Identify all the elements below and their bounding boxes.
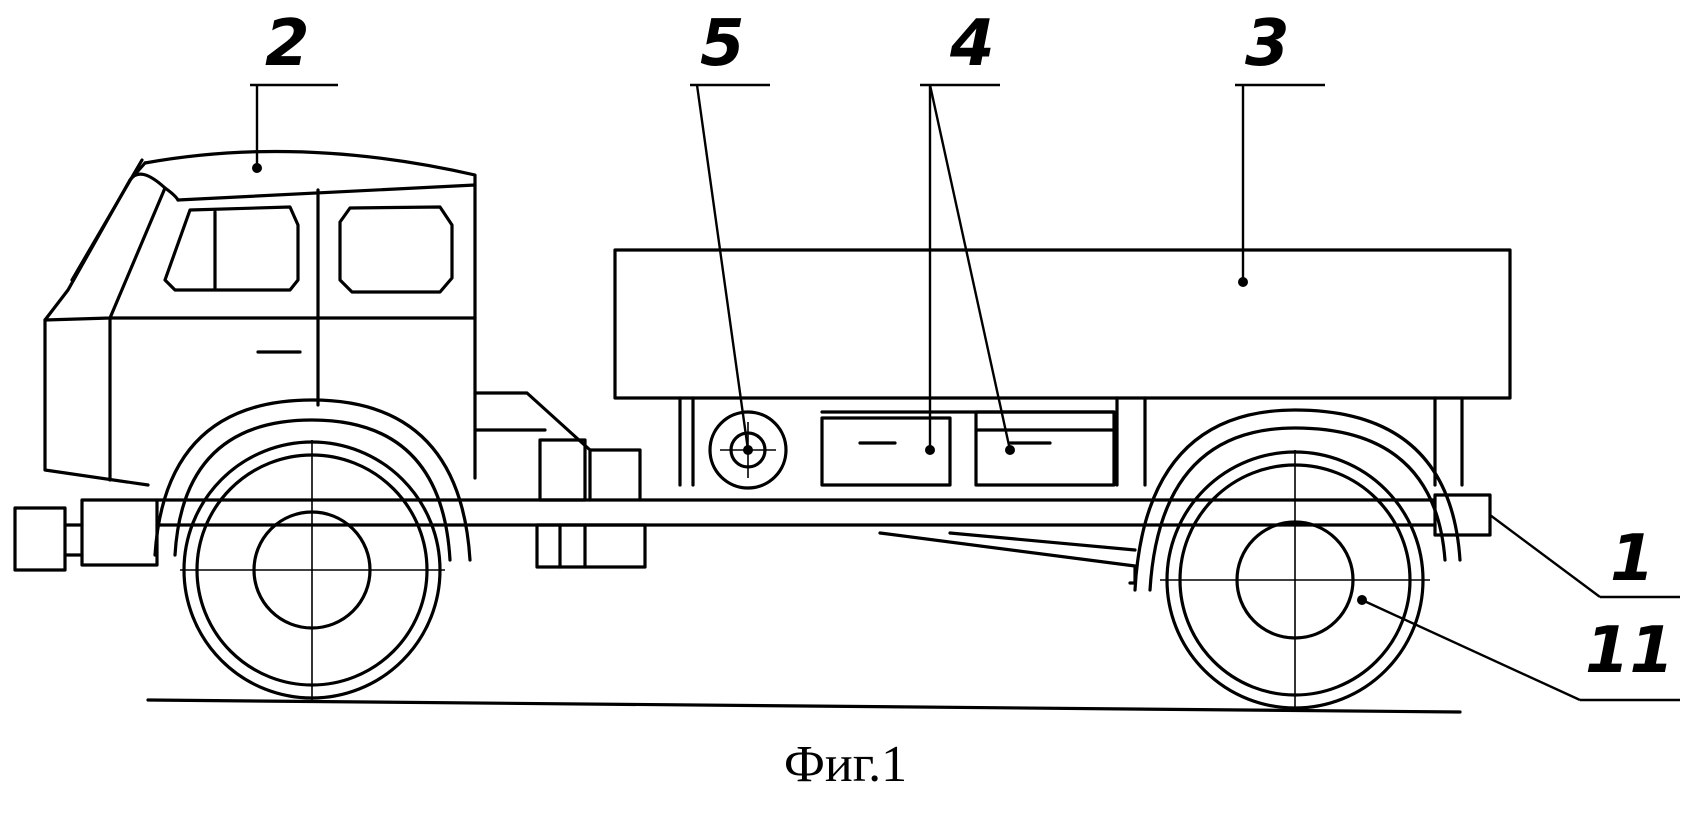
ref-1-frame: 1 <box>1490 515 1680 597</box>
storage-boxes <box>822 412 1114 485</box>
ref-5-spare-wheel: 5 <box>690 7 770 455</box>
svg-text:3: 3 <box>1245 7 1290 81</box>
svg-text:11: 11 <box>1585 614 1674 688</box>
figure-caption: Фиг.1 <box>0 735 1691 794</box>
svg-text:2: 2 <box>265 7 310 81</box>
ground-line <box>148 700 1460 712</box>
svg-text:1: 1 <box>1610 522 1655 596</box>
svg-text:4: 4 <box>949 7 995 81</box>
svg-text:5: 5 <box>700 7 745 81</box>
rear-wheel <box>1135 410 1460 710</box>
cab <box>45 151 475 485</box>
ref-4-boxes: 4 <box>920 7 1015 455</box>
ref-3-body: 3 <box>1235 7 1325 287</box>
ref-2-cab: 2 <box>250 7 338 173</box>
front-wheel <box>155 400 470 700</box>
